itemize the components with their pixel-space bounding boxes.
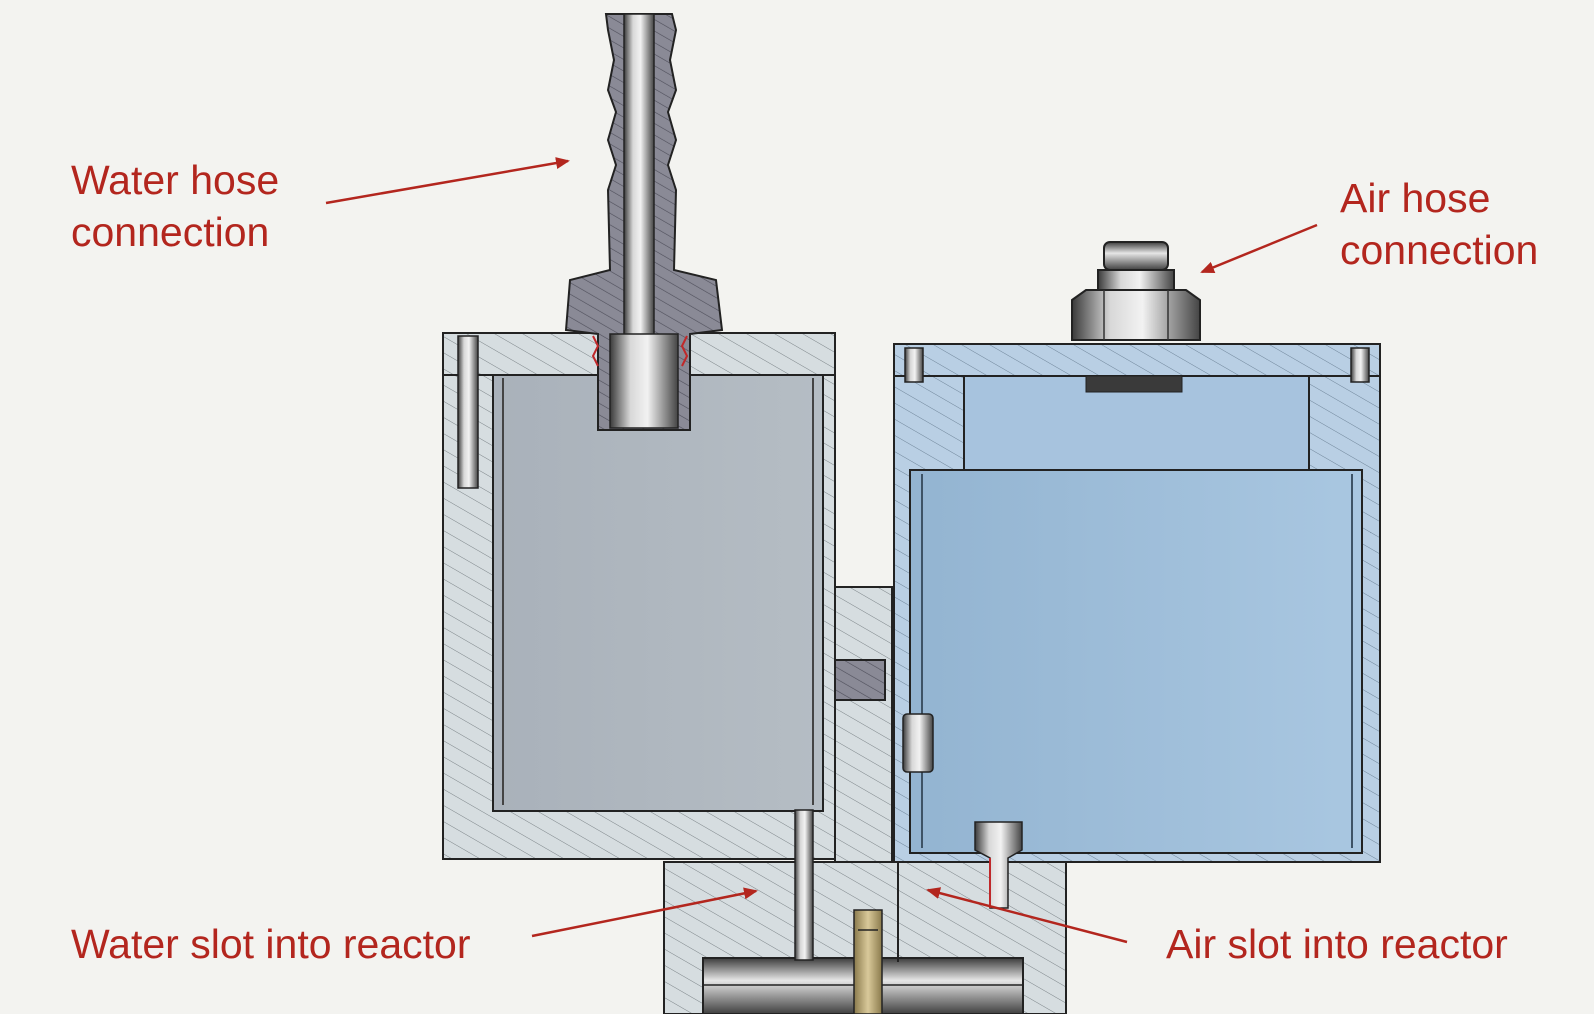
brass-pin <box>853 909 883 1014</box>
air-hose-arrow <box>1200 223 1318 274</box>
air-slot-label: Air slot into reactor <box>1166 921 1508 967</box>
air-hose-label-line2: connection <box>1340 227 1539 273</box>
water-hose-label: Water hose connection <box>71 154 279 258</box>
air-slot-arrow <box>926 887 1128 944</box>
water-slot-label: Water slot into reactor <box>71 921 471 967</box>
water-hose-arrow <box>325 157 570 205</box>
water-hose-label-line1: Water hose <box>71 157 280 203</box>
air-hose-label-line1: Air hose <box>1340 175 1491 221</box>
air-hose-fitting <box>1071 241 1201 341</box>
water-slot-arrow <box>531 887 758 938</box>
water-hose-label-line2: connection <box>71 209 270 255</box>
water-hose-fitting <box>564 13 724 431</box>
air-reservoir <box>893 343 1381 962</box>
air-hose-label: Air hose connection <box>1340 172 1538 276</box>
